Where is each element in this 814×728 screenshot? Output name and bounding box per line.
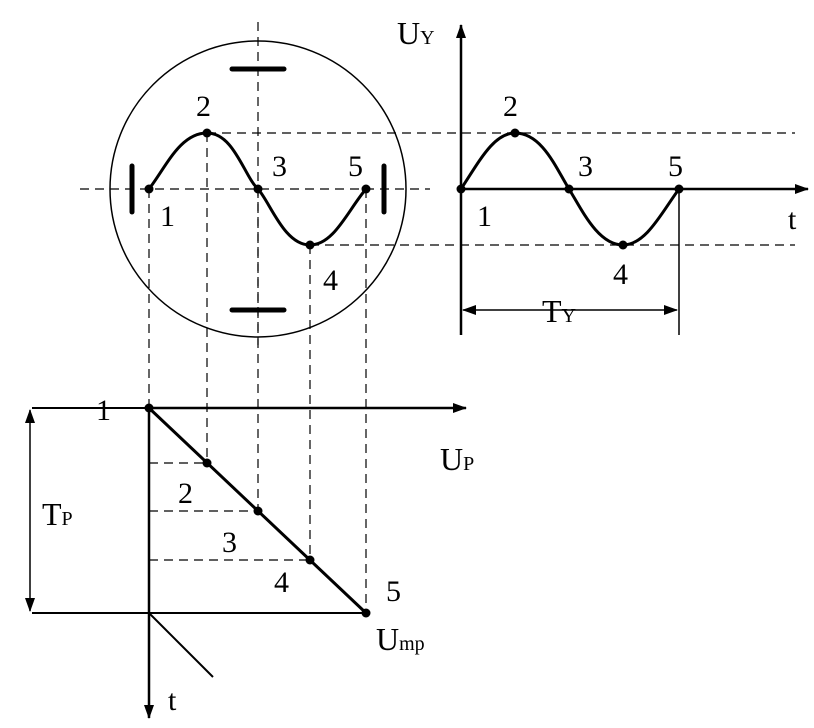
uy-axis-label-main: U (397, 15, 420, 51)
sweep-t-axis-label: t (168, 684, 177, 717)
crt-screen: 1 2 3 4 5 (80, 22, 430, 345)
sweep-point-label-4: 4 (274, 566, 289, 599)
ump-label-sub: mp (399, 633, 425, 655)
sweep-point-label-5: 5 (386, 575, 401, 608)
sweep-plot: 1 2 3 4 5 UP TP Ump t (25, 394, 474, 719)
ty-period-label-main: T (542, 293, 562, 329)
sweep-point-label-2: 2 (178, 477, 193, 510)
screen-point-label-1: 1 (160, 200, 175, 233)
uy-axis-label: UY (397, 15, 435, 51)
ump-label: Ump (376, 621, 425, 657)
flyback-line (148, 612, 214, 678)
tp-period-label: TP (42, 496, 73, 532)
signal-t-axis-label: t (788, 203, 797, 236)
uy-axis-label-sub: Y (420, 27, 434, 49)
tp-period-label-main: T (42, 496, 62, 532)
up-axis-label: UP (440, 441, 474, 477)
ty-period-label: TY (542, 293, 576, 329)
ump-label-main: U (376, 621, 399, 657)
signal-plot: 1 2 3 4 5 UY t TY (397, 15, 809, 335)
signal-point-label-4: 4 (613, 258, 628, 291)
screen-point-label-5: 5 (348, 150, 363, 183)
up-axis-label-main: U (440, 441, 463, 477)
signal-point-label-2: 2 (503, 90, 518, 123)
sweep-point-label-1: 1 (96, 394, 111, 427)
screen-point-label-3: 3 (272, 150, 287, 183)
tp-period-label-sub: P (62, 508, 73, 530)
signal-dot-2 (510, 128, 520, 138)
sweep-dot-4 (305, 555, 315, 565)
sweep-point-label-3: 3 (222, 526, 237, 559)
ty-period-label-sub: Y (562, 305, 576, 327)
sweep-dot-2 (202, 458, 212, 468)
signal-dot-1 (456, 184, 466, 194)
signal-dot-5 (674, 184, 684, 194)
signal-point-label-1: 1 (477, 200, 492, 233)
screen-point-label-4: 4 (323, 264, 338, 297)
signal-point-label-3: 3 (578, 150, 593, 183)
sweep-dot-3 (253, 506, 263, 516)
up-axis-label-sub: P (463, 453, 474, 475)
screen-point-label-2: 2 (196, 90, 211, 123)
signal-point-label-5: 5 (668, 150, 683, 183)
signal-dot-3 (564, 184, 574, 194)
sweep-dot-5 (361, 608, 371, 618)
sweep-dot-1 (144, 403, 154, 413)
signal-dot-4 (618, 240, 628, 250)
